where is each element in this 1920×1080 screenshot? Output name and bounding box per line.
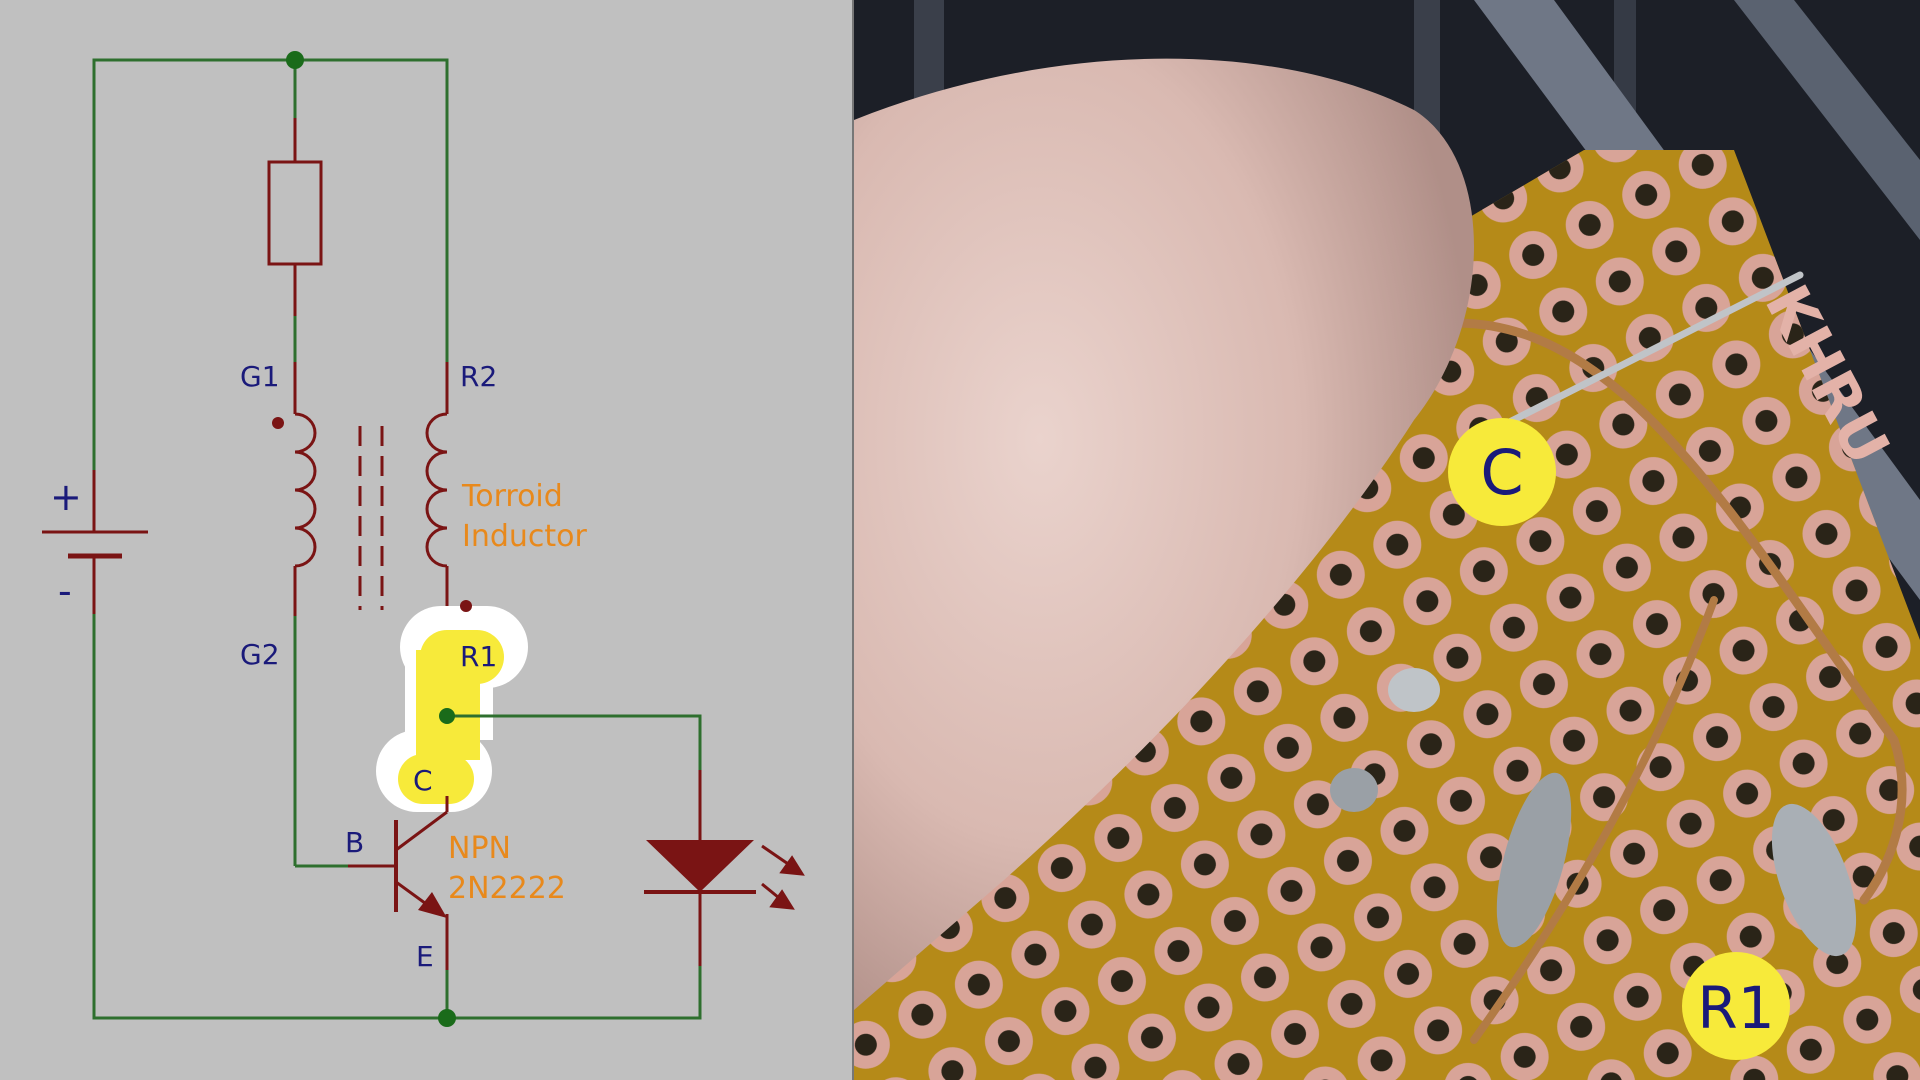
photo-label-r1-text: R1 bbox=[1697, 974, 1774, 1042]
wire-top-left bbox=[92, 58, 449, 470]
emitter-arrow bbox=[418, 892, 447, 918]
transistor-label-line2: 2N2222 bbox=[448, 871, 566, 906]
wires bbox=[92, 58, 702, 1020]
schematic-panel: G1 G2 R2 R1 C B E + - Torroid Inductor N… bbox=[0, 0, 852, 1080]
battery bbox=[42, 470, 148, 614]
photo-label-c-text: C bbox=[1480, 436, 1523, 509]
schematic-diagram: G1 G2 R2 R1 C B E + - Torroid Inductor N… bbox=[42, 51, 805, 1027]
inductor-primary-winding bbox=[293, 362, 317, 616]
pin-label-c: C bbox=[413, 764, 433, 797]
inductor-secondary-winding bbox=[425, 362, 449, 606]
inductor-label-line2: Inductor bbox=[462, 519, 588, 554]
junctions bbox=[286, 51, 456, 1027]
pin-label-g2: G2 bbox=[240, 638, 280, 671]
c-highlight bbox=[398, 754, 474, 804]
pin-label-r2: R2 bbox=[460, 360, 497, 393]
junction-collector bbox=[439, 708, 455, 724]
solder-joints bbox=[1330, 668, 1857, 957]
battery-minus-label: - bbox=[58, 569, 72, 613]
pin-label-g1: G1 bbox=[240, 360, 280, 393]
transistor-label-line1: NPN bbox=[448, 831, 511, 866]
photo-label-r1: R1 bbox=[1682, 952, 1790, 1060]
pin-label-e: E bbox=[416, 940, 434, 973]
inductor-label-line1: Torroid bbox=[461, 479, 563, 514]
perfboard bbox=[854, 150, 1920, 1080]
battery-plus-label: + bbox=[50, 475, 82, 519]
pin-label-r1: R1 bbox=[460, 640, 497, 673]
panel-divider bbox=[852, 0, 854, 1080]
perfboard-photo: KHRU C R1 bbox=[854, 0, 1920, 1080]
resistor bbox=[267, 118, 323, 316]
secondary-polarity-dot bbox=[460, 600, 472, 612]
primary-polarity-dot bbox=[272, 417, 284, 429]
photo-label-c: C bbox=[1448, 418, 1556, 526]
wire-bottom bbox=[92, 560, 702, 1020]
finger bbox=[854, 58, 1474, 1011]
wire-collector-to-led bbox=[447, 714, 702, 770]
pin-label-b: B bbox=[345, 826, 364, 859]
junction-top bbox=[286, 51, 304, 69]
photo-panel: KHRU C R1 bbox=[854, 0, 1920, 1080]
light-arrows-icon bbox=[761, 844, 805, 910]
inductor-core bbox=[358, 426, 384, 610]
component-wires bbox=[1424, 271, 1907, 1044]
led bbox=[644, 770, 756, 966]
junction-bottom bbox=[438, 1009, 456, 1027]
r1-highlight bbox=[420, 630, 504, 684]
highlight-region bbox=[376, 606, 528, 812]
